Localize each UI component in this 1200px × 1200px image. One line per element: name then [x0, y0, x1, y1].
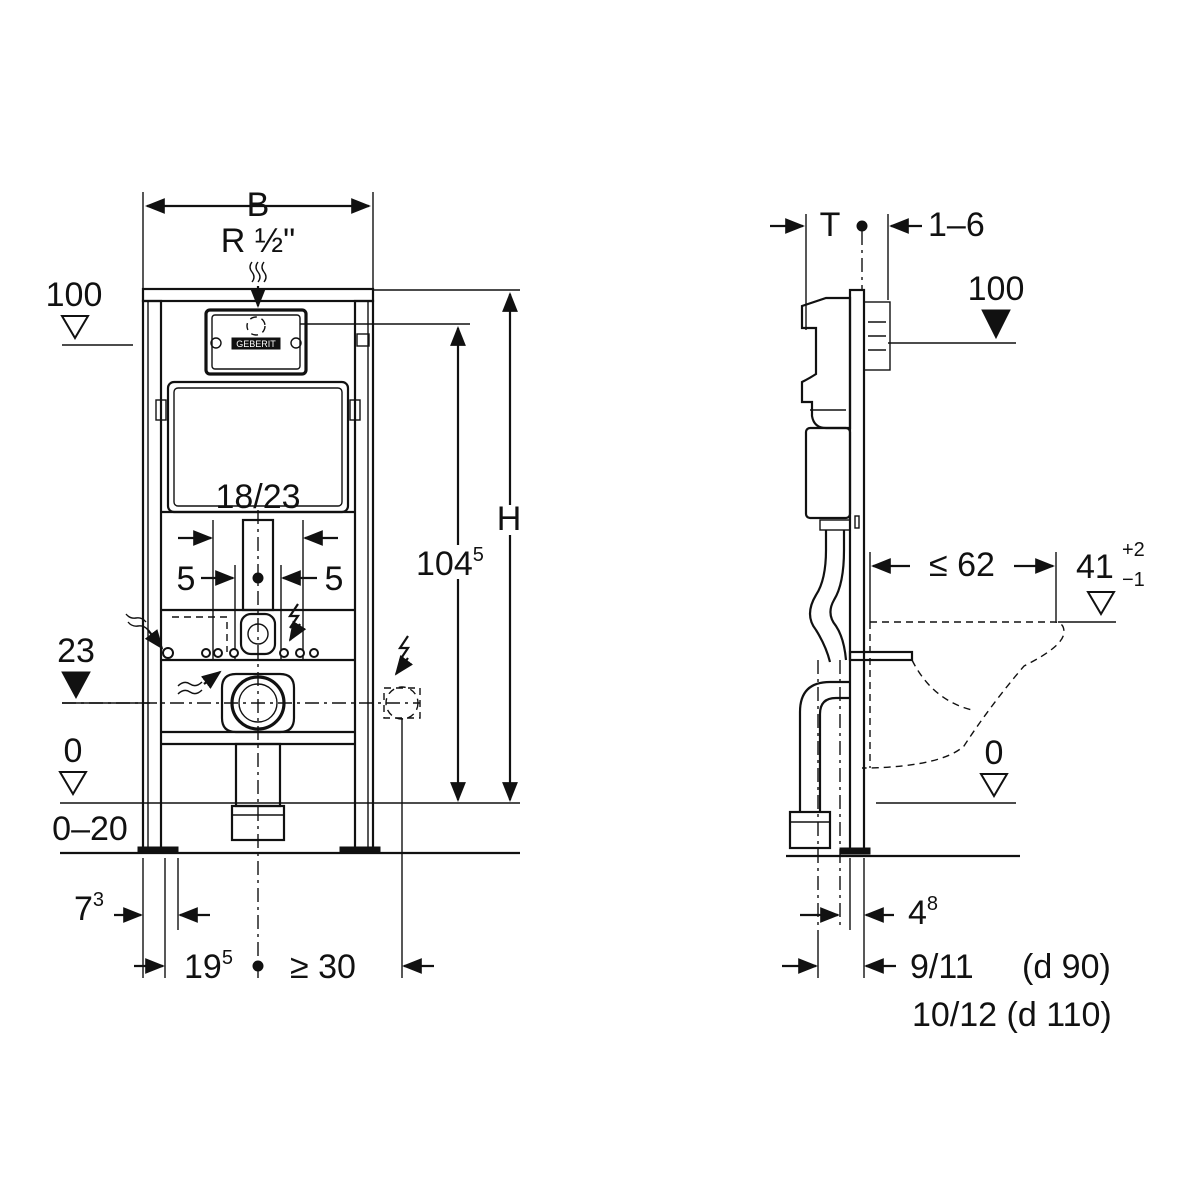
- side-frame-column: [839, 288, 891, 855]
- frame-marker: [356, 333, 370, 347]
- dim-min-30-label: ≥ 30: [290, 948, 356, 986]
- offset-left-label: 5: [177, 560, 196, 598]
- dim-1012-label: 10/12 (d 110): [912, 996, 1112, 1034]
- width-label: B: [247, 186, 270, 224]
- width-dimension: B: [142, 186, 374, 290]
- installation-frame: [137, 287, 381, 854]
- mounting-bolt: [848, 650, 914, 662]
- side-level-zero-label: 0: [985, 734, 1004, 772]
- dim-48-label: 48: [908, 893, 938, 932]
- side-cistern: [800, 296, 852, 531]
- floor-range-label: 0–20: [52, 810, 128, 848]
- bowl-tolerance-minus: −1: [1122, 569, 1145, 591]
- level-top-marker: [60, 315, 90, 340]
- dim-911-label: 9/11: [910, 948, 974, 986]
- dim-195-label: 195: [184, 947, 233, 986]
- electric-icon: [287, 603, 307, 642]
- electrical-box: [383, 635, 421, 978]
- water-inlet-icon: [125, 613, 164, 650]
- bowl-tolerance-plus: +2: [1122, 539, 1145, 561]
- flush-valve-opening: GEBERIT: [204, 308, 308, 376]
- adjust-range-label: 1–6: [928, 206, 985, 244]
- side-level-zero-marker: [979, 773, 1009, 798]
- front-view: B R ½" GEBERIT: [46, 186, 524, 986]
- drain-flow-icon: [177, 670, 222, 695]
- connection-label: R ½": [221, 222, 295, 260]
- dim-911-note: (d 90): [1022, 948, 1111, 986]
- height-letter: H: [497, 500, 522, 538]
- bowl-height-marker: [1086, 591, 1116, 616]
- pipe-spacing-label: 18/23: [215, 478, 300, 516]
- toilet-bowl-outline: [862, 621, 1065, 769]
- depth-label: T: [820, 206, 841, 244]
- level-23-label: 23: [57, 632, 95, 670]
- height-value: 1045: [416, 544, 484, 583]
- bowl-projection-label: ≤ 62: [929, 546, 995, 584]
- side-level-top-marker: [981, 309, 1011, 340]
- side-flush-pipe: [808, 530, 832, 663]
- side-view: T 1–6 100: [770, 206, 1145, 1034]
- side-level-top-label: 100: [968, 270, 1025, 308]
- level-top-label: 100: [46, 276, 103, 314]
- level-zero-marker: [58, 771, 88, 796]
- bowl-height-label: 41: [1076, 548, 1114, 586]
- level-23-marker: [61, 671, 91, 700]
- offset-right-label: 5: [325, 560, 344, 598]
- dim-73-label: 73: [74, 889, 104, 928]
- level-zero-label: 0: [64, 732, 83, 770]
- side-drain-pipe: [788, 660, 850, 930]
- brand-mark: GEBERIT: [236, 339, 276, 349]
- water-supply-icon: [249, 261, 267, 308]
